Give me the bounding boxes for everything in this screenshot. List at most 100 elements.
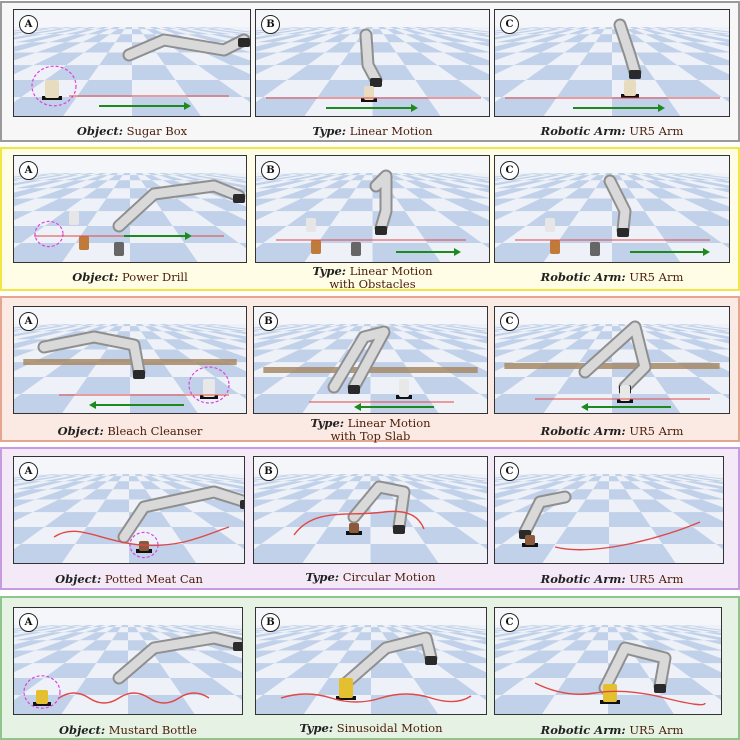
simulation-scene	[256, 10, 489, 116]
panel-c: C	[494, 9, 730, 117]
object-caption: Object: Sugar Box	[76, 124, 188, 138]
simulation-scene	[495, 307, 729, 413]
panel-label: C	[500, 613, 519, 632]
arm-caption: Robotic Arm: UR5 Arm	[540, 572, 684, 586]
panel-c: C	[494, 607, 722, 715]
object-caption: Object: Bleach Cleanser	[57, 424, 203, 438]
gripper	[133, 370, 145, 379]
panel-b: B	[253, 456, 488, 564]
row-mustard-bottle: A B C Object: Mustard Bottle Type: Sinus…	[0, 596, 740, 740]
gripper	[233, 642, 242, 651]
top-slab	[504, 363, 720, 369]
highlight-circle	[34, 220, 64, 248]
object	[203, 379, 215, 397]
panel-label: C	[500, 161, 519, 180]
gripper	[654, 684, 666, 693]
panel-b: B	[255, 9, 490, 117]
panel-label: A	[19, 161, 38, 180]
sky	[254, 457, 487, 474]
simulation-scene	[14, 307, 246, 413]
simulation-scene	[256, 156, 489, 262]
panel-a: A	[13, 306, 247, 414]
arm-caption: Robotic Arm: UR5 Arm	[540, 270, 684, 284]
panel-b: B	[253, 306, 488, 414]
gripper	[370, 78, 382, 87]
object	[399, 379, 409, 397]
type-caption: Type: Sinusoidal Motion	[299, 721, 443, 735]
simulation-scene	[495, 608, 721, 714]
panel-label: A	[19, 312, 38, 331]
gripper	[375, 226, 387, 235]
obstacle	[79, 236, 89, 250]
panel-label: A	[19, 15, 38, 34]
simulation-scene	[14, 608, 242, 714]
obstacle	[114, 242, 124, 256]
object	[139, 541, 149, 551]
trajectory-curve	[554, 521, 701, 551]
sky	[14, 608, 242, 625]
object	[624, 80, 636, 96]
type-caption: Type: Linear Motion	[312, 124, 433, 138]
simulation-scene	[495, 156, 729, 262]
trajectory-curve	[293, 510, 425, 536]
panel-c: C	[494, 456, 724, 564]
arm-caption: Robotic Arm: UR5 Arm	[540, 124, 684, 138]
object	[620, 385, 630, 401]
sky	[14, 10, 250, 27]
panel-b: B	[255, 607, 487, 715]
arm-caption: Robotic Arm: UR5 Arm	[540, 424, 684, 438]
row-sugar-box: A B C Object: Sugar Box Type: Linear Mot…	[0, 1, 740, 142]
sky	[14, 457, 244, 474]
gripper	[425, 656, 437, 665]
panel-a: A	[13, 607, 243, 715]
simulation-scene	[254, 457, 487, 563]
simulation-scene	[495, 10, 729, 116]
panel-label: B	[261, 613, 280, 632]
sky	[14, 156, 246, 173]
panel-a: A	[13, 456, 245, 564]
sky	[495, 307, 729, 324]
simulation-scene	[14, 10, 250, 116]
object	[364, 86, 374, 100]
simulation-scene	[14, 457, 244, 563]
gripper	[393, 525, 405, 534]
panel-b: B	[255, 155, 490, 263]
trajectory-curve	[58, 692, 210, 704]
panel-c: C	[494, 306, 730, 414]
panel-label: C	[500, 312, 519, 331]
panel-label: A	[19, 613, 38, 632]
highlight-circle	[188, 366, 230, 404]
panel-label: B	[259, 312, 278, 331]
object-caption: Object: Mustard Bottle	[59, 723, 197, 737]
simulation-scene	[254, 307, 487, 413]
sky	[495, 457, 723, 474]
obstacle	[545, 218, 555, 232]
object	[525, 535, 535, 545]
panel-label: B	[259, 462, 278, 481]
panel-label: C	[500, 462, 519, 481]
sky	[256, 608, 486, 625]
type-caption: Type: Circular Motion	[305, 570, 436, 584]
object-caption: Object: Potted Meat Can	[55, 572, 203, 586]
obstacle	[69, 211, 79, 225]
simulation-scene	[14, 156, 246, 262]
sky	[256, 10, 489, 27]
gripper	[240, 500, 244, 509]
panel-label: B	[261, 15, 280, 34]
trajectory-curve	[53, 526, 230, 547]
trajectory-curve	[280, 693, 472, 703]
sky	[256, 156, 489, 173]
panel-a: A	[13, 155, 247, 263]
panel-c: C	[494, 155, 730, 263]
sky	[495, 156, 729, 173]
sky	[254, 307, 487, 324]
object	[339, 678, 353, 698]
obstacle	[550, 240, 560, 254]
obstacle	[590, 242, 600, 256]
object	[349, 523, 359, 533]
obstacle	[351, 242, 361, 256]
highlight-circle	[31, 65, 77, 107]
